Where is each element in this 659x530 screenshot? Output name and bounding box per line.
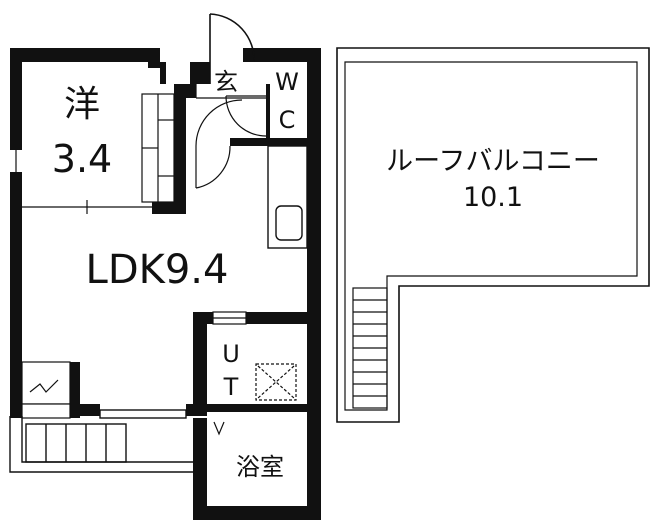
front-balcony (9, 409, 193, 473)
western-room-windows (10, 150, 152, 214)
storage-symbol (21, 361, 71, 419)
room-labels: 洋 3.4 LDK9.4 玄 W C U T 浴室 ルーフバルコニー 10.1 (52, 68, 600, 481)
wc-label-c: C (279, 106, 296, 134)
entrance-door (209, 13, 255, 84)
closet-doors (141, 93, 175, 203)
roof-balcony-label: ルーフバルコニー (386, 146, 600, 177)
ldk-label: LDK9.4 (86, 247, 229, 293)
roof-balcony-outline (336, 47, 650, 423)
ut-label-t: T (223, 373, 239, 401)
outer-walls (10, 48, 321, 520)
kitchen-counter (267, 145, 308, 249)
ut-door (212, 311, 247, 436)
wc-door (225, 95, 267, 137)
western-room-label: 洋 (64, 84, 100, 125)
ut-label-u: U (222, 340, 240, 368)
western-room-area: 3.4 (52, 137, 112, 181)
entrance-hall (195, 84, 266, 189)
entrance-label: 玄 (214, 68, 238, 96)
washer-pan (255, 363, 297, 401)
wc-label-w: W (275, 68, 299, 96)
roof-balcony-area: 10.1 (463, 182, 523, 213)
roof-stairs (352, 287, 388, 409)
bath-label: 浴室 (236, 453, 284, 481)
